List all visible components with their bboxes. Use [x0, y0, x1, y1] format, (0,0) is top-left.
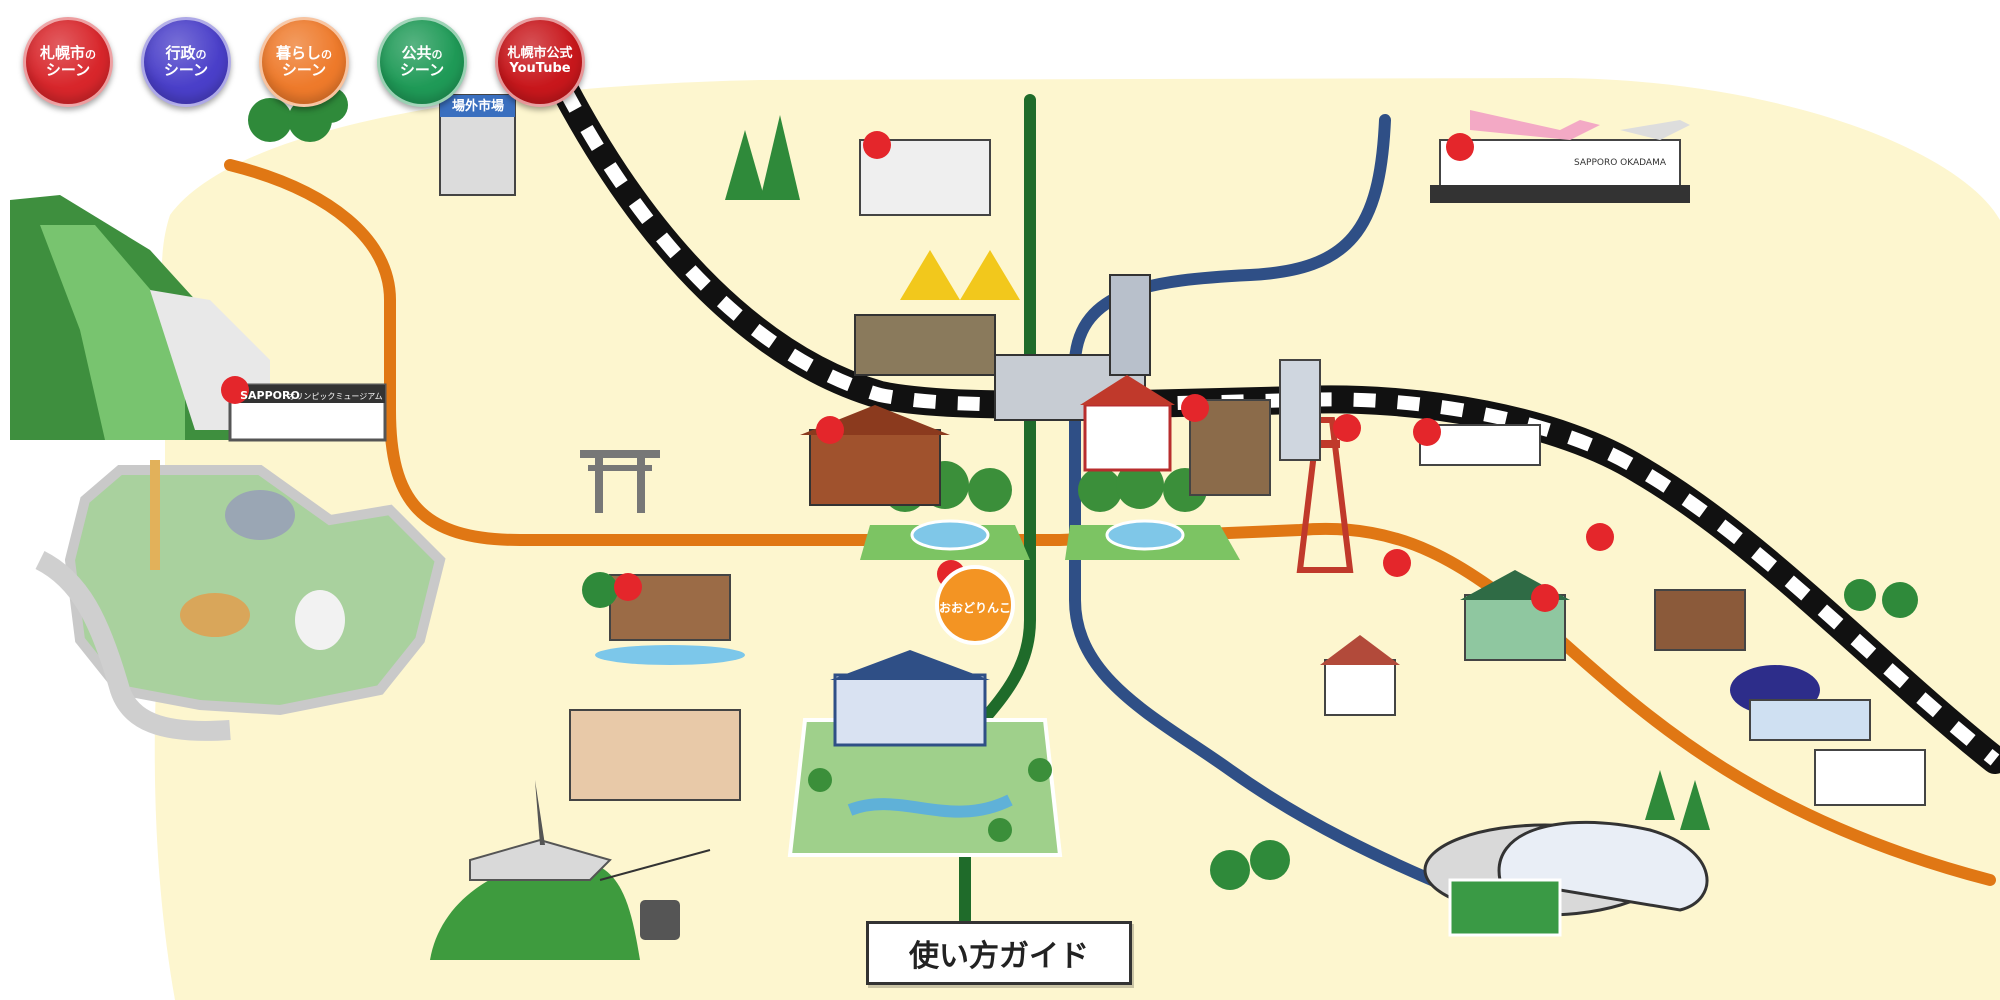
scene-button-kokyo-scene[interactable]: 公共のシーン: [377, 17, 467, 107]
scene-button-text: 行政: [165, 43, 196, 62]
park-with-pond: [787, 718, 1063, 857]
scene-button-kurashi-scene[interactable]: 暮らしのシーン: [259, 17, 349, 107]
scene-button-text: 公共: [401, 43, 432, 62]
museum-sign-sub: オリンピックミュージアム: [287, 392, 382, 401]
scene-button-line1: 札幌市公式: [507, 46, 573, 62]
river: [1069, 114, 1486, 906]
torii-gate: [580, 450, 660, 513]
scene-button-particle: の: [85, 47, 96, 61]
scene-button-line1: 暮らしの: [275, 43, 332, 62]
western-mansion: [830, 650, 990, 747]
museum-sign-text: SAPPORO: [240, 389, 300, 402]
scene-button-line1: 札幌市の: [39, 43, 96, 62]
zoo-road: [35, 551, 231, 741]
market: [439, 94, 516, 196]
scene-button-particle: の: [321, 47, 332, 61]
airport: [1430, 110, 1690, 203]
market-sign-text: 場外市場: [452, 98, 504, 114]
airport-sign-text: SAPPORO OKADAMA: [1574, 158, 1667, 168]
scene-button-particle: の: [195, 47, 207, 61]
trees: [248, 87, 1918, 890]
odorin-label: おおどりんこ: [939, 601, 1011, 615]
clock-tower: [1080, 375, 1175, 472]
brick-building: [1654, 589, 1746, 651]
orange-road: [224, 159, 1996, 886]
scene-button-line2: シーン: [163, 61, 209, 79]
sapporo-dome: [1423, 820, 1709, 937]
odorin-mascot: [935, 565, 1015, 645]
scene-button-line2: シーン: [45, 61, 91, 79]
scene-button-text: 札幌市公式: [507, 46, 573, 62]
scene-button-line2: シーン: [281, 61, 327, 79]
planetarium: [1730, 665, 1871, 741]
green-house: [1460, 570, 1570, 661]
scene-button-gyosei-scene[interactable]: 行政のシーン: [141, 17, 231, 107]
scene-button-text: 札幌市: [39, 43, 85, 62]
scene-button-line1: 公共の: [401, 43, 443, 62]
scene-button-sapporo-scene[interactable]: 札幌市のシーン: [23, 17, 113, 107]
scene-button-line2: YouTube: [509, 61, 571, 76]
small-house: [1320, 635, 1400, 716]
library-building: [569, 709, 741, 801]
mountain-ropeway: [430, 780, 711, 960]
zoo-area: [64, 465, 446, 716]
scene-button-line2: シーン: [399, 61, 445, 79]
hokkaido-university: [854, 250, 1020, 376]
scene-button-particle: の: [431, 47, 443, 61]
scene-button-text: 暮らし: [275, 43, 321, 62]
zoo-animals: [150, 460, 345, 650]
ski-jump-slope: [40, 225, 185, 440]
tv-tower: [1296, 417, 1354, 573]
olympic-museum: [228, 383, 387, 442]
usage-guide-button[interactable]: 使い方ガイド: [866, 921, 1132, 985]
aquarium: [1814, 749, 1926, 806]
scene-button-line1: 行政の: [165, 43, 207, 62]
odori-park-east: [1065, 461, 1240, 560]
